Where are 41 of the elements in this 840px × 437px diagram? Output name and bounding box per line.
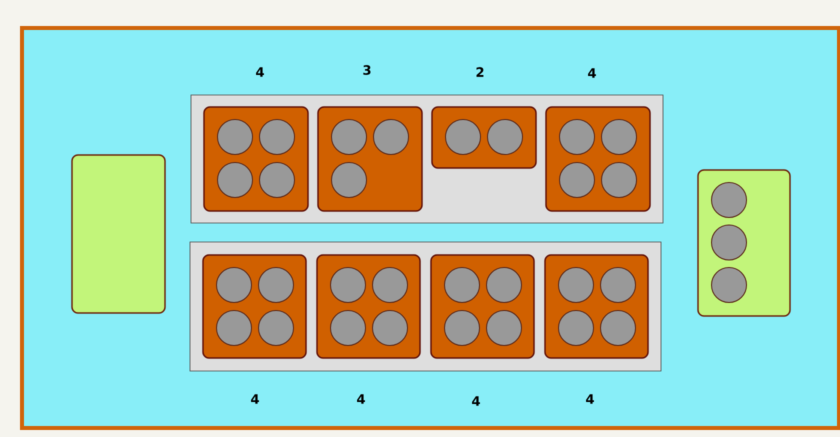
count-label: 3 (363, 65, 370, 75)
well-circle (486, 267, 522, 303)
well-circle (330, 310, 366, 346)
well-circle (331, 119, 367, 155)
count-label: 4 (251, 394, 259, 404)
well-circle (711, 224, 747, 260)
well-circle (711, 182, 747, 218)
well-circle (331, 162, 367, 198)
well-circle (559, 162, 595, 198)
well-circle (445, 119, 481, 155)
well-circle (444, 310, 480, 346)
well-circle (601, 162, 637, 198)
well-circle (372, 267, 408, 303)
well-circle (558, 310, 594, 346)
well-circle (259, 162, 295, 198)
side-block (71, 154, 166, 314)
well-circle (487, 119, 523, 155)
well-circle (217, 119, 253, 155)
well-circle (258, 267, 294, 303)
count-label: 4 (586, 394, 594, 404)
well-circle (217, 162, 253, 198)
well-circle (216, 310, 252, 346)
count-label: 2 (476, 67, 484, 77)
well-circle (372, 310, 408, 346)
well-circle (600, 267, 636, 303)
count-label: 4 (588, 68, 596, 78)
well-circle (444, 267, 480, 303)
well-circle (373, 119, 409, 155)
count-label: 4 (472, 396, 480, 406)
well-circle (558, 267, 594, 303)
well-circle (486, 310, 522, 346)
count-label: 4 (357, 394, 365, 404)
count-label: 4 (256, 67, 264, 77)
well-circle (216, 267, 252, 303)
well-circle (559, 119, 595, 155)
well-circle (259, 119, 295, 155)
well-circle (330, 267, 366, 303)
well-circle (601, 119, 637, 155)
well-circle (600, 310, 636, 346)
well-circle (711, 267, 747, 303)
well-circle (258, 310, 294, 346)
